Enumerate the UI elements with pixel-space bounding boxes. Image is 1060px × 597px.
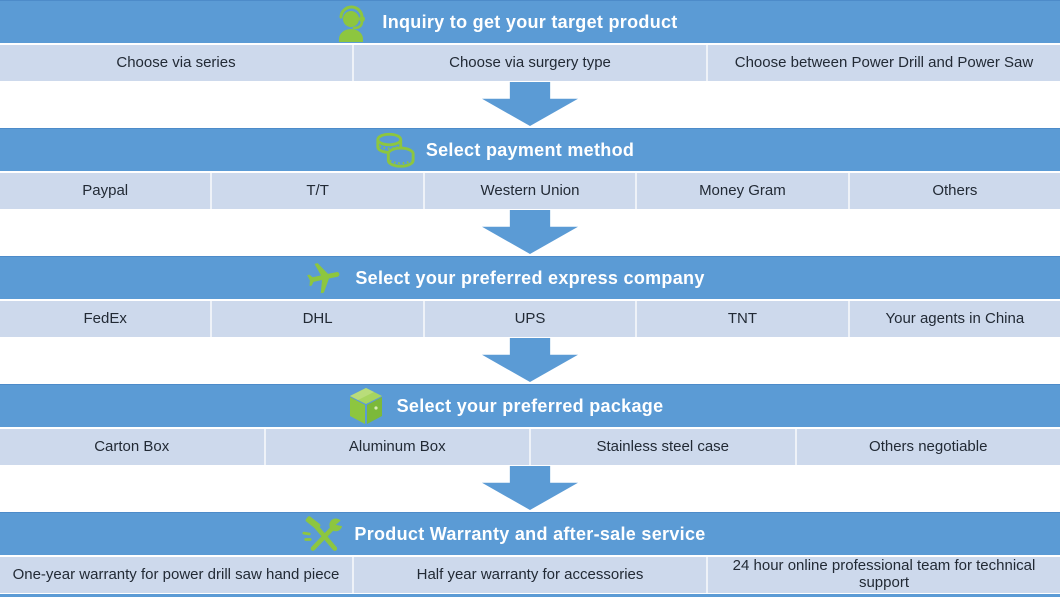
option-cell: Money Gram [635,173,847,209]
option-cell: Choose via surgery type [352,45,706,81]
options-row-payment: Paypal T/T Western Union Money Gram Othe… [0,173,1060,209]
option-cell: Choose via series [0,45,352,81]
option-cell: UPS [423,301,635,337]
option-cell: 24 hour online professional team for tec… [706,557,1060,593]
coins-icon [374,130,416,170]
section-header-payment: Select payment method [0,128,1060,171]
support-agent-icon [330,2,372,42]
option-cell: T/T [210,173,422,209]
option-cell: TNT [635,301,847,337]
options-row-package: Carton Box Aluminum Box Stainless steel … [0,429,1060,465]
option-cell: Others [848,173,1060,209]
option-cell: Choose between Power Drill and Power Saw [706,45,1060,81]
section-header-express: Select your preferred express company [0,256,1060,299]
option-cell: Your agents in China [848,301,1060,337]
option-cell: Paypal [0,173,210,209]
section-header-inquiry: Inquiry to get your target product [0,0,1060,43]
section-title: Product Warranty and after-sale service [354,524,705,544]
down-arrow [482,210,578,254]
section-title: Inquiry to get your target product [382,12,677,32]
option-cell: Western Union [423,173,635,209]
option-cell: Half year warranty for accessories [352,557,706,593]
option-cell: Carton Box [0,429,264,465]
options-row-inquiry: Choose via series Choose via surgery typ… [0,45,1060,81]
down-arrow [482,466,578,510]
options-row-warranty: One-year warranty for power drill saw ha… [0,557,1060,593]
option-cell: Others negotiable [795,429,1060,465]
options-row-express: FedEx DHL UPS TNT Your agents in China [0,301,1060,337]
option-cell: FedEx [0,301,210,337]
section-header-package: Select your preferred package [0,384,1060,427]
option-cell: One-year warranty for power drill saw ha… [0,557,352,593]
tools-icon [302,514,344,554]
down-arrow [482,338,578,382]
airplane-icon [303,258,345,298]
package-box-icon [345,386,387,426]
option-cell: Stainless steel case [529,429,795,465]
section-header-warranty: Product Warranty and after-sale service [0,512,1060,555]
down-arrow [482,82,578,126]
option-cell: Aluminum Box [264,429,530,465]
option-cell: DHL [210,301,422,337]
section-title: Select your preferred express company [355,268,704,288]
section-title: Select payment method [426,140,634,160]
section-title: Select your preferred package [397,396,664,416]
